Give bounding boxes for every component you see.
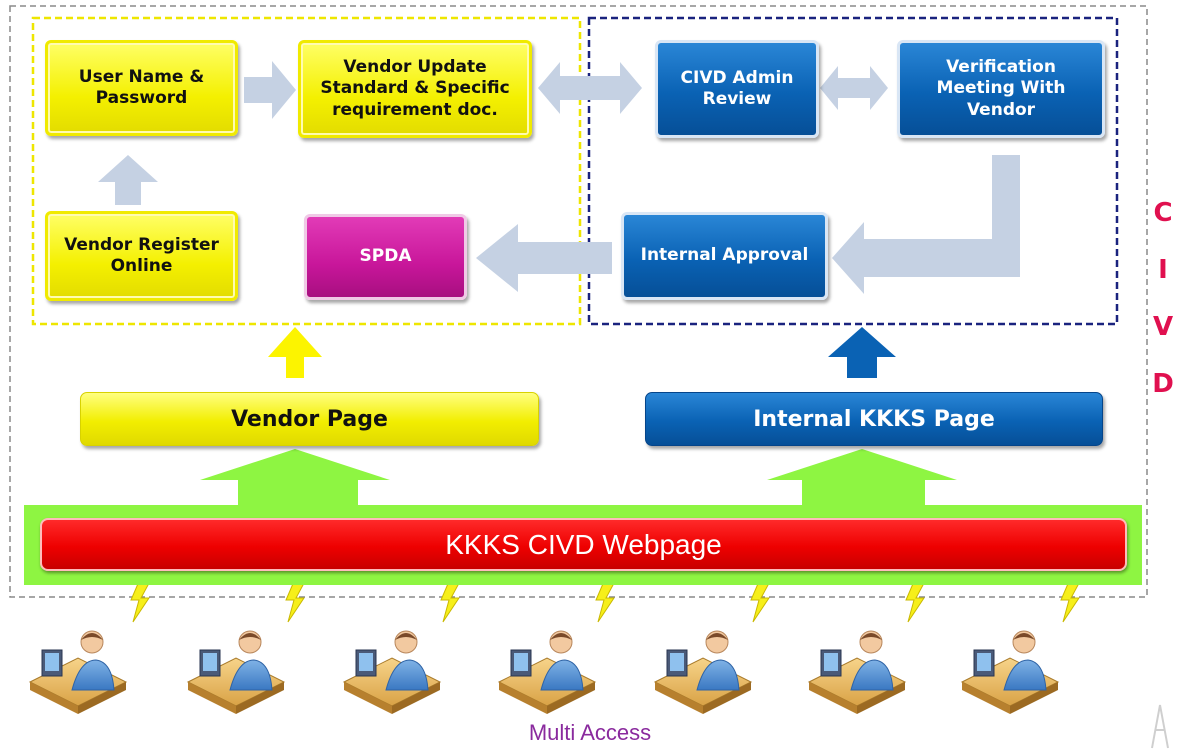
arrow-vendor-admin-double [538, 62, 642, 114]
vendor-group-frame [31, 16, 582, 326]
computer-user-icon [960, 630, 1060, 714]
internal-approval-box: Internal Approval [621, 212, 828, 300]
watermark-logo [1151, 704, 1169, 749]
verification-meeting-box: Verification Meeting With Vendor [897, 40, 1105, 138]
internal-kkks-page-label: Internal KKKS Page [753, 406, 995, 432]
vendor-register-box: Vendor Register Online [45, 211, 238, 301]
computer-user-icon [28, 630, 128, 714]
computer-user-icon [497, 630, 597, 714]
user-workstation-group [28, 630, 1060, 714]
username-password-label: User Name & Password [78, 66, 205, 108]
arrow-verification-to-approval [832, 155, 1020, 294]
vendor-page-label: Vendor Page [231, 406, 388, 432]
vendor-update-box: Vendor Update Standard & Specific requir… [298, 40, 532, 138]
computer-user-icon [342, 630, 442, 714]
verification-meeting-label: Verification Meeting With Vendor [936, 57, 1066, 120]
green-arrow-left-vendor [200, 449, 390, 506]
civd-outer-frame [9, 5, 1148, 598]
arrow-admin-verification-double [820, 66, 888, 110]
multi-access-caption: Multi Access [528, 720, 652, 745]
civd-admin-review-label: CIVD Admin Review [680, 67, 794, 109]
vendor-register-label: Vendor Register Online [64, 234, 219, 276]
internal-group-frame [587, 16, 1119, 326]
internal-approval-label: Internal Approval [640, 245, 809, 266]
computer-user-icon [807, 630, 907, 714]
vendor-page-bar: Vendor Page [80, 392, 539, 446]
arrow-up-vendor-group [268, 327, 322, 378]
civd-admin-review-box: CIVD Admin Review [655, 40, 819, 138]
internal-kkks-page-bar: Internal KKKS Page [645, 392, 1103, 446]
arrow-register-to-username [98, 155, 158, 205]
civd-letter-c: C [1153, 198, 1173, 228]
kkks-civd-webpage-label: KKKS CIVD Webpage [445, 528, 722, 560]
spda-box: SPDA [304, 214, 467, 300]
civd-letter-d: D [1152, 369, 1174, 399]
computer-user-icon [186, 630, 286, 714]
arrow-up-internal-group [828, 327, 896, 378]
civd-letter-v: V [1152, 312, 1174, 342]
arrow-approval-to-spda [476, 224, 612, 292]
username-password-box: User Name & Password [45, 40, 238, 136]
vendor-update-label: Vendor Update Standard & Specific requir… [320, 57, 510, 120]
arrow-to-vendor-update [244, 61, 296, 119]
civd-letter-i: I [1158, 255, 1168, 285]
kkks-civd-webpage-bar: KKKS CIVD Webpage [40, 518, 1127, 571]
computer-user-icon [653, 630, 753, 714]
spda-label: SPDA [359, 246, 412, 267]
green-arrow-right-internal [767, 449, 957, 506]
